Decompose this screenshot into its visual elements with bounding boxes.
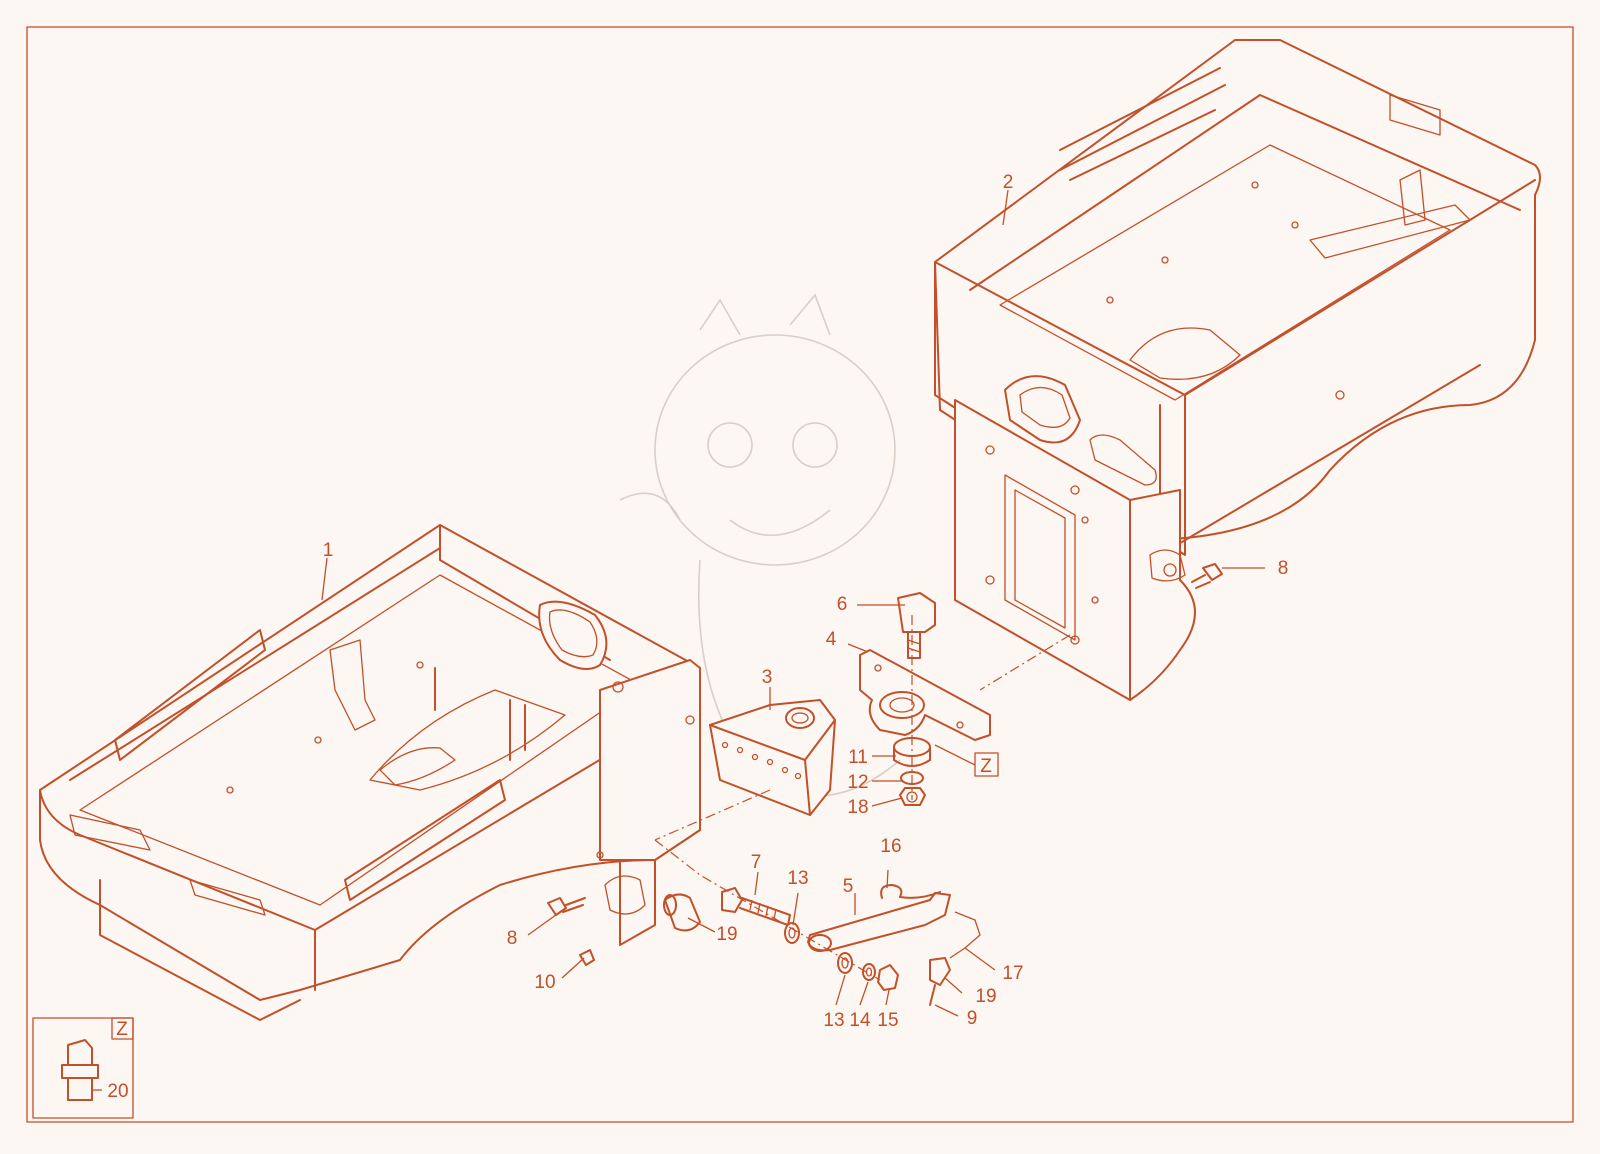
axis-line-3: [654, 789, 771, 841]
detail-marker-label: Z: [116, 1019, 128, 1040]
part-6-bolt: [897, 592, 936, 659]
callout-15: 15: [877, 1010, 898, 1031]
zoom-marker-label: Z: [980, 756, 992, 777]
callout-16: 18: [847, 797, 868, 818]
drawing-border: [26, 26, 1574, 1123]
callout-11: 11: [848, 747, 868, 768]
detail-z-inset: Z: [32, 1017, 134, 1119]
callout-5: 5: [843, 876, 854, 897]
callout-6: 6: [837, 594, 848, 615]
parts-11-12-16-stack: [893, 737, 931, 806]
callout-9: 9: [967, 1008, 978, 1029]
callout-14: 14: [849, 1010, 871, 1031]
leader-lines: [321, 189, 1265, 1017]
callout-10: 10: [534, 972, 555, 993]
part-8-bolts: [547, 563, 1223, 916]
axis-line-4: [654, 839, 881, 981]
part-5-lever: [807, 892, 951, 952]
part-18-cable: [949, 911, 981, 959]
part-1-frame: [39, 524, 701, 1021]
callout-19-left: 19: [716, 924, 737, 945]
part-19-bushing: [663, 893, 701, 932]
callout-4: 4: [826, 629, 837, 650]
callout-13-upper: 13: [787, 868, 808, 889]
callout-13-lower: 13: [823, 1010, 844, 1031]
callout-19-right: 19: [975, 986, 996, 1007]
part-10-screw: [579, 949, 595, 966]
part-2-frame: [934, 39, 1541, 701]
callout-20: 20: [107, 1081, 128, 1102]
callout-7: 7: [751, 852, 762, 873]
part-17-pin: [880, 884, 941, 899]
part-19-grease-nipple: [929, 957, 951, 1006]
part-7-bolt: [721, 887, 791, 926]
part-3-block: [709, 699, 836, 816]
axis-line-1: [979, 634, 1071, 691]
callout-8-right: 8: [1278, 558, 1289, 579]
callout-18: 17: [1002, 963, 1023, 984]
washers-nuts: [784, 922, 899, 991]
callout-2: 2: [1003, 172, 1014, 193]
zoom-marker-leader: [934, 744, 976, 766]
part-4-arm: [859, 649, 991, 741]
callout-12: 12: [847, 772, 868, 793]
callout-3: 3: [762, 667, 773, 688]
callout-8-left: 8: [507, 928, 518, 949]
callout-17: 16: [880, 836, 901, 857]
callout-1: 1: [323, 540, 334, 561]
